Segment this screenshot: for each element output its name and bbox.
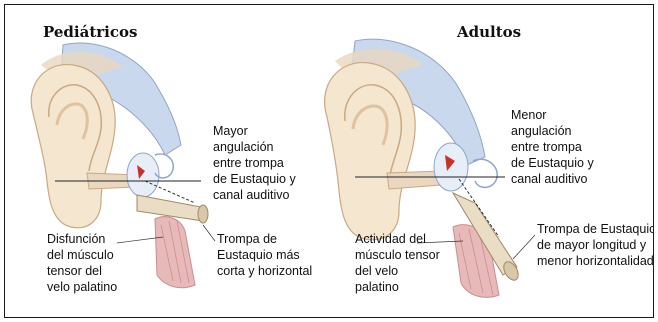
adult-tube-leader bbox=[513, 235, 535, 259]
adult-tube-label: Trompa de Eustaquio de mayor longitud y … bbox=[537, 221, 654, 269]
pediatric-tube-label: Trompa de Eustaquio más corta y horizont… bbox=[217, 231, 312, 279]
pediatric-middle-ear bbox=[127, 153, 159, 197]
ear-anatomy-figure: Pediátricos Adultos bbox=[4, 4, 654, 318]
adult-auricle bbox=[325, 63, 416, 240]
adult-ear-canal bbox=[387, 171, 441, 189]
pediatric-muscle-label: Disfunción del músculo tensor del velo p… bbox=[47, 231, 117, 295]
adult-cochlea bbox=[473, 159, 497, 187]
adult-muscle-label: Actividad del músculo tensor del velo pa… bbox=[355, 231, 440, 295]
adult-middle-ear bbox=[434, 143, 468, 191]
pediatric-angle-label: Mayor angulación entre trompa de Eustaqu… bbox=[213, 123, 296, 203]
adult-angle-label: Menor angulación entre trompa de Eustaqu… bbox=[511, 107, 594, 187]
pediatric-tube-leader bbox=[203, 225, 215, 241]
pediatric-auricle bbox=[31, 65, 115, 228]
